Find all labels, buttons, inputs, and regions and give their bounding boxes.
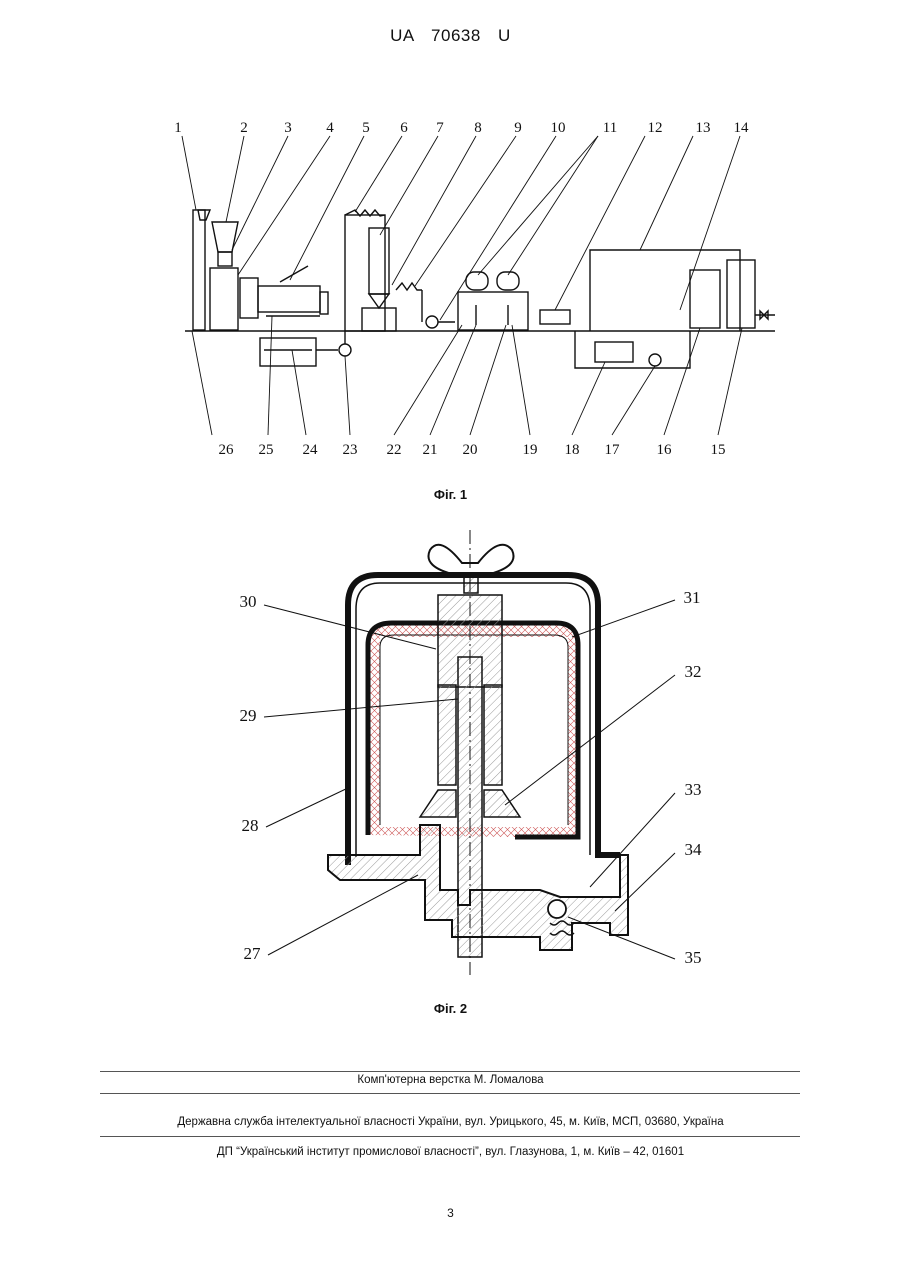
fig1-label-12: 12 [648, 120, 663, 136]
fig2-label-33: 33 [685, 780, 702, 799]
layout-credit: Комп'ютерна верстка М. Ломалова [0, 1074, 901, 1086]
fig1-label-17: 17 [605, 442, 621, 458]
fig1-label-2: 2 [240, 120, 248, 136]
fig1-label-24: 24 [303, 442, 319, 458]
page-number: 3 [0, 1206, 901, 1220]
fig1-label-1: 1 [174, 120, 182, 136]
fig1-label-26: 26 [219, 442, 235, 458]
fig2-label-32: 32 [685, 662, 702, 681]
footer-rule-top [100, 1071, 800, 1072]
fig1-label-11: 11 [603, 120, 617, 136]
fig1-label-21: 21 [423, 442, 438, 458]
footer-rule-bottom [100, 1136, 800, 1137]
fig2-label-35: 35 [685, 948, 702, 967]
fig1-label-16: 16 [657, 442, 673, 458]
fig1-label-8: 8 [474, 120, 482, 136]
fig2-label-31: 31 [684, 588, 701, 607]
fig1-label-14: 14 [734, 120, 750, 136]
figure-1-caption: Фіг. 1 [0, 487, 901, 502]
fig1-label-5: 5 [362, 120, 370, 136]
institute-address: ДП “Український інститут промислової вла… [0, 1146, 901, 1158]
fig1-label-25: 25 [259, 442, 274, 458]
fig1-label-3: 3 [284, 120, 292, 136]
figure-1-diagram: 1 2 3 4 5 6 7 8 9 10 11 12 13 14 26 25 2… [0, 110, 901, 490]
fig1-label-7: 7 [436, 120, 444, 136]
fig1-label-18: 18 [565, 442, 580, 458]
footer-rule-middle [100, 1093, 800, 1094]
fig2-label-34: 34 [685, 840, 703, 859]
figure-2-diagram: 30 29 28 27 31 32 33 34 35 [0, 525, 901, 995]
fig1-label-6: 6 [400, 120, 408, 136]
fig2-label-29: 29 [240, 706, 257, 725]
fig2-label-27: 27 [244, 944, 262, 963]
service-address: Державна служба інтелектуальної власност… [0, 1116, 901, 1128]
fig1-label-20: 20 [463, 442, 478, 458]
fig1-label-13: 13 [696, 120, 711, 136]
fig1-label-10: 10 [551, 120, 566, 136]
fig1-label-9: 9 [514, 120, 522, 136]
figure-2-caption: Фіг. 2 [0, 1001, 901, 1016]
document-id: UA 70638 U [0, 26, 901, 46]
fig1-label-22: 22 [387, 442, 402, 458]
fig1-label-15: 15 [711, 442, 726, 458]
fig1-label-23: 23 [343, 442, 358, 458]
fig2-label-30: 30 [240, 592, 257, 611]
fig2-label-28: 28 [242, 816, 259, 835]
fig1-label-19: 19 [523, 442, 538, 458]
fig1-label-4: 4 [326, 120, 334, 136]
